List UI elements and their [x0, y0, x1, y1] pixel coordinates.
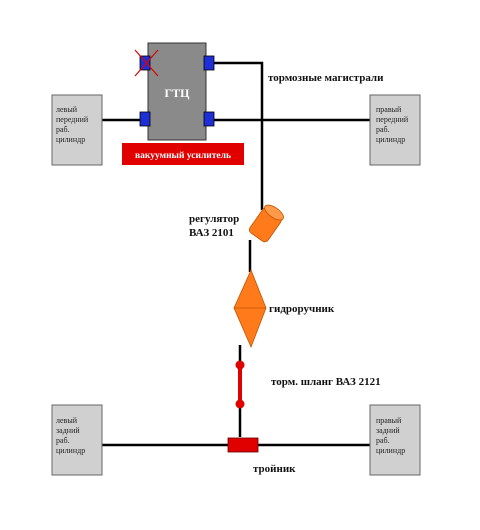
- master-cylinder: ГТЦ: [134, 42, 215, 141]
- wheel-label-line: цилиндр: [56, 135, 85, 144]
- regulator-cap: [264, 204, 284, 221]
- wheel-label-line: цилиндр: [376, 446, 405, 455]
- plugged-port-cross-icon: [134, 49, 159, 77]
- wheel-label-line: цилиндр: [376, 135, 405, 144]
- wheel-label-line: цилиндр: [56, 446, 85, 455]
- master-cylinder-body: [147, 42, 207, 141]
- port-bottom-left: [139, 111, 151, 127]
- vacuum-booster: вакуумный усилитель: [122, 143, 244, 165]
- tee-fitting: тройник: [227, 437, 296, 475]
- port-top-right: [203, 55, 215, 71]
- wheel-cylinder-front-right: правый передний раб. цилиндр: [369, 94, 421, 166]
- wheel-box: [369, 94, 421, 166]
- wheel-label-line: правый: [376, 416, 402, 425]
- wheel-label-line: раб.: [56, 125, 70, 134]
- wheel-box: [51, 94, 103, 166]
- wheel-cylinder-rear-left: левый задний раб. цилиндр: [51, 404, 103, 476]
- wheel-label-line: задний: [376, 426, 400, 435]
- wheel-box: [369, 404, 421, 476]
- brake-hose: торм. шланг ВАЗ 2121: [235, 360, 381, 409]
- vacuum-booster-body: [122, 143, 244, 165]
- handbrake-label: гидроручник: [269, 303, 335, 315]
- wheel-label-line: передний: [376, 115, 409, 124]
- regulator-label-line2: ВАЗ 2101: [189, 227, 234, 239]
- wheel-cylinder-rear-right: правый задний раб. цилиндр: [369, 404, 421, 476]
- wheel-label-line: раб.: [56, 436, 70, 445]
- wheel-label-line: раб.: [376, 436, 390, 445]
- main-line-top: [213, 61, 264, 210]
- wheel-label-line: передний: [56, 115, 89, 124]
- tee-label: тройник: [253, 463, 296, 475]
- tee-body: [227, 437, 259, 453]
- wheel-cylinder-front-left: левый передний раб. цилиндр: [51, 94, 103, 166]
- pressure-regulator: регулятор ВАЗ 2101: [189, 204, 284, 243]
- wheel-label-line: задний: [56, 426, 80, 435]
- wheel-box: [51, 404, 103, 476]
- wheel-label-line: левый: [56, 416, 78, 425]
- regulator-label-line1: регулятор: [189, 213, 239, 225]
- vacuum-booster-label: вакуумный усилитель: [135, 150, 231, 161]
- hose-label: торм. шланг ВАЗ 2121: [271, 376, 381, 388]
- wheel-label-line: правый: [376, 105, 402, 114]
- brake-lines-label: тормозные магистрали: [268, 72, 384, 84]
- hose-fitting-top: [235, 360, 245, 370]
- port-bottom-right: [203, 111, 215, 127]
- master-cylinder-label: ГТЦ: [165, 86, 191, 100]
- wheel-label-line: раб.: [376, 125, 390, 134]
- port-top-left: [139, 55, 151, 71]
- wheel-label-line: левый: [56, 105, 78, 114]
- hose-fitting-bottom: [235, 399, 245, 409]
- handbrake-body: [233, 268, 267, 349]
- hydraulic-handbrake: гидроручник: [233, 268, 335, 349]
